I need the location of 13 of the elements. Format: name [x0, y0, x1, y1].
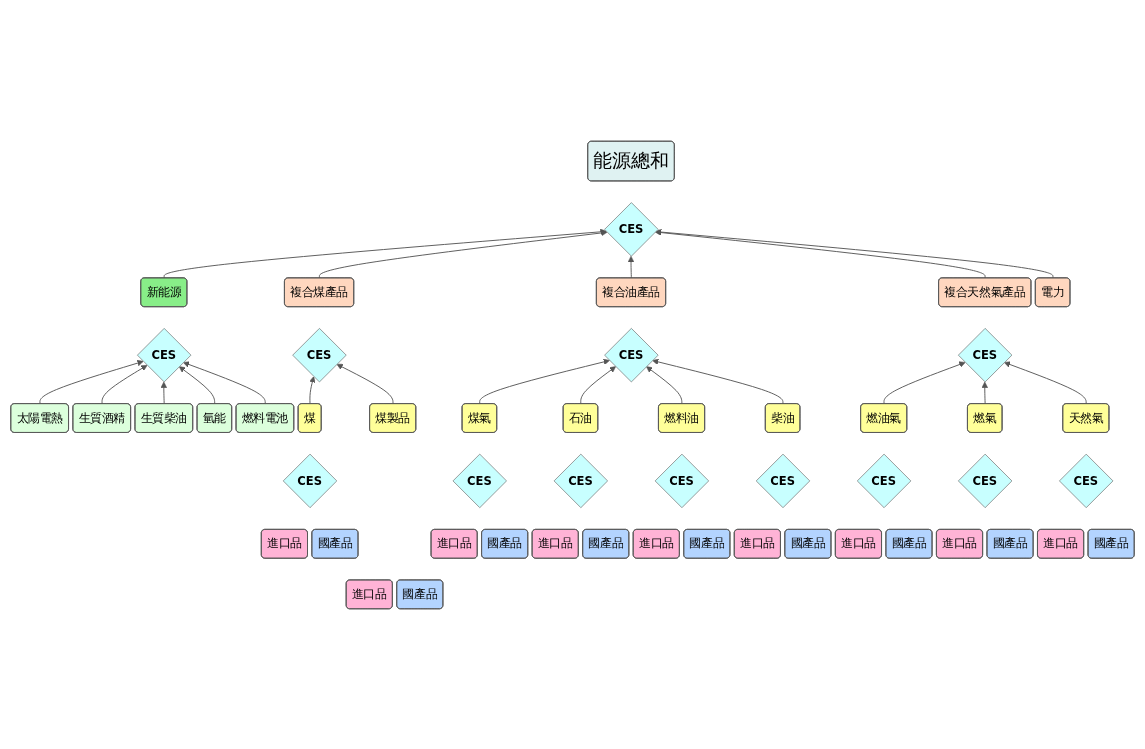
node-diamond: CES: [755, 453, 811, 508]
node-diamond: CES: [137, 327, 192, 382]
node-diamond: CES: [604, 201, 659, 256]
node-diamond: CES: [856, 453, 912, 508]
node-diamond: CES: [654, 453, 710, 508]
node-diamond: CES: [1059, 453, 1114, 508]
node-diamond: CES: [282, 453, 338, 508]
node-diamond: CES: [958, 453, 1013, 508]
node-diamond: CES: [958, 327, 1013, 382]
node-diamond: CES: [292, 327, 347, 382]
node-diamond: CES: [452, 453, 507, 508]
node-diamond: CES: [553, 453, 608, 508]
node-diamond: CES: [604, 327, 659, 382]
